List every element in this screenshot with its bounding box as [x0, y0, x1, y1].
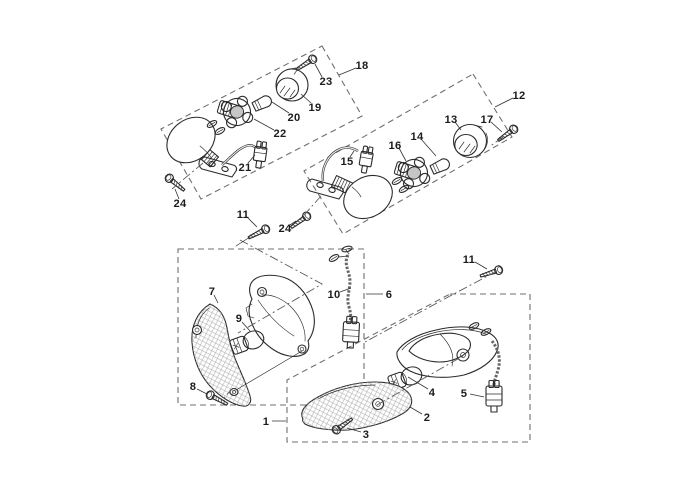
callout-17: 17: [480, 114, 493, 126]
callout-8: 8: [190, 381, 197, 393]
lens-screw-boss: [229, 387, 239, 397]
front-signal-assembly-right: [288, 122, 520, 232]
callout-14: 14: [410, 131, 424, 143]
callout-7: 7: [209, 286, 216, 298]
callout-16: 16: [388, 140, 401, 152]
rear-signal-assembly-right: [301, 320, 503, 437]
callout-5: 5: [461, 388, 468, 400]
callout-leaders: [174, 63, 514, 433]
callout-9: 9: [236, 313, 243, 325]
front-signal-assembly-left: [162, 52, 319, 195]
signal-housing-12: [306, 174, 393, 220]
callout-12: 12: [512, 90, 525, 102]
signal-body-6: [245, 274, 315, 357]
signal-lead-wire-21: [221, 140, 269, 170]
lens-rim-19: [275, 67, 309, 102]
callout-1: 1: [263, 416, 270, 428]
callout-22: 22: [273, 128, 286, 140]
signal-body-1: [396, 320, 499, 378]
rear-signal-assembly-left: [191, 244, 361, 409]
lens-rim-13: [452, 123, 488, 159]
callout-18: 18: [355, 60, 368, 72]
callout-2: 2: [424, 412, 431, 424]
signal-housing-18: [166, 116, 238, 178]
callout-11-left: 11: [237, 209, 249, 221]
callout-6: 6: [386, 289, 393, 301]
callout-11-right: 11: [463, 254, 475, 266]
callout-3: 3: [363, 429, 370, 441]
callout-labels: 18 23 19 20 22 21 24 12 13 17 14 16 15 1…: [173, 60, 525, 441]
callout-24-right: 24: [278, 223, 292, 235]
callout-24-left: 24: [173, 198, 187, 210]
group-box-18: [160, 45, 363, 200]
wire-to-connector-5: [485, 340, 503, 413]
callout-13: 13: [444, 114, 457, 126]
group-box-1: [286, 293, 531, 443]
callout-23: 23: [319, 76, 332, 88]
center-lines: [171, 66, 504, 406]
callout-10: 10: [327, 289, 340, 301]
callout-4: 4: [429, 387, 436, 399]
lens-7: [191, 303, 252, 407]
signal-lead-wire-15: [321, 145, 375, 182]
wire-harness-10: [327, 244, 361, 349]
callout-20: 20: [287, 112, 300, 124]
callout-15: 15: [340, 156, 353, 168]
callout-21: 21: [238, 162, 251, 174]
lens-mount-hole: [191, 324, 203, 336]
callout-19: 19: [308, 102, 321, 114]
